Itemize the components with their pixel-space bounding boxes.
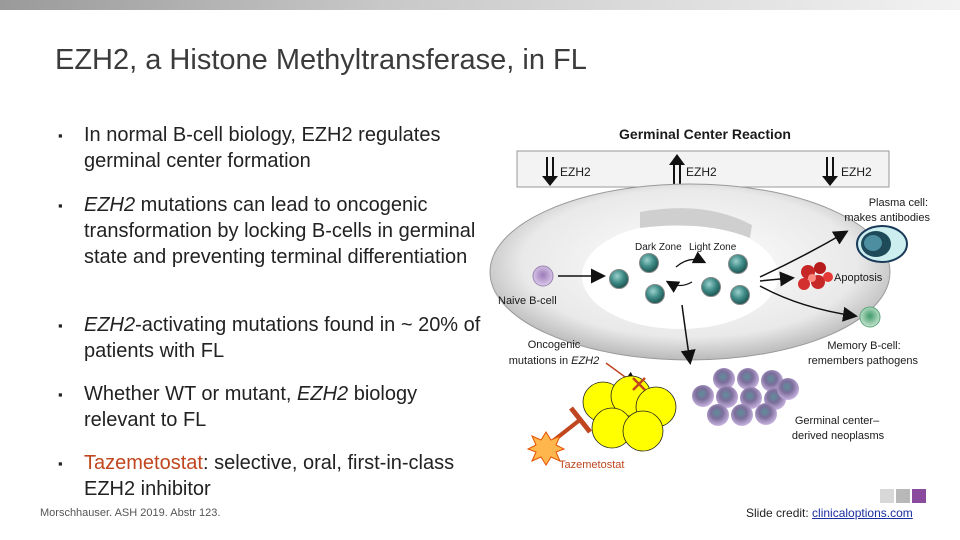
neoplasm-arrow: [680, 304, 696, 365]
slide-credit-label: Slide credit:: [746, 506, 813, 520]
naive-b-cell-label: Naive B-cell: [498, 295, 557, 307]
memory-b-cell-label-2: remembers pathogens: [808, 355, 919, 367]
neoplasm-cluster: [692, 368, 799, 426]
germinal-center-band: [640, 208, 752, 238]
dark-zone-label: Dark Zone: [635, 242, 682, 253]
cycle-arrow: [675, 251, 707, 268]
bullet-text-segment: biology relevant to FL: [84, 383, 418, 431]
inhibition-bar: [569, 406, 592, 434]
bullet-text: Whether WT or mutant, EZH2 biology relev…: [84, 381, 484, 433]
plasma-arrow: [759, 230, 849, 278]
ezh2-level-bar: [516, 150, 890, 188]
square-bullet-icon: ▪: [58, 198, 63, 213]
plasma-cell-label-1: Plasma cell:: [869, 197, 928, 209]
bullet-text: Tazemetostat: selective, oral, first-in-…: [84, 450, 484, 502]
ezh2-label-right: EZH2: [841, 165, 872, 179]
bullet-text-segment: EZH2: [297, 383, 349, 405]
ezh2-down-arrow-icon: [542, 157, 558, 186]
bullet-text-segment: In normal B-cell biology, EZH2 regulates…: [84, 124, 441, 172]
bullet-text: EZH2-activating mutations found in ~ 20%…: [84, 312, 484, 364]
apoptotic-cell-icon: [798, 262, 833, 290]
inhibition-line: [551, 417, 583, 443]
oncogenic-arrow: [605, 362, 639, 387]
square-bullet-icon: ▪: [58, 128, 63, 143]
tumor-cluster: [582, 375, 677, 452]
slide-credit: Slide credit: clinicaloptions.com: [746, 506, 913, 520]
clinicaloptions-link[interactable]: clinicaloptions.com: [812, 506, 913, 520]
bullet-text-segment: EZH2: [84, 314, 136, 336]
bullet-text-segment: : selective, oral, first-in-class EZH2 i…: [84, 452, 455, 500]
drug-name-highlight: Tazemetostat: [84, 452, 203, 474]
germinal-center-zone: [582, 223, 778, 329]
tazemetostat-icon: [526, 431, 566, 466]
ezh2-label-left: EZH2: [560, 165, 591, 179]
light-zone-label: Light Zone: [689, 242, 737, 253]
bullet-text-segment: Whether WT or mutant,: [84, 383, 298, 405]
cycle-arrow: [665, 280, 693, 293]
memory-arrow: [759, 285, 858, 322]
citation-footnote: Morschhauser. ASH 2019. Abstr 123.: [40, 507, 221, 519]
oncogenic-label-2: mutations in EZH2: [509, 355, 600, 367]
gc-b-cell: [645, 284, 665, 304]
bullet-text-segment: EZH2: [84, 194, 136, 216]
germinal-center-outer: [489, 183, 891, 361]
plasma-cell-label-2: makes antibodies: [844, 212, 930, 224]
apoptosis-arrow: [759, 271, 795, 287]
bullet-text-segment: -activating mutations found in ~ 20% of …: [84, 314, 481, 362]
top-gradient-bar: [0, 0, 960, 10]
square-bullet-icon: ▪: [58, 456, 63, 471]
naive-b-cell: [532, 265, 554, 287]
bullet-text: In normal B-cell biology, EZH2 regulates…: [84, 122, 484, 174]
gc-b-cell: [609, 269, 629, 289]
square-bullet-icon: ▪: [58, 387, 63, 402]
mutation-x-icon: [632, 377, 646, 391]
memory-b-cell: [859, 306, 881, 328]
plasma-cell: [856, 225, 908, 263]
clinical-care-options-logo: [880, 489, 926, 503]
gc-b-cell: [639, 253, 659, 273]
gc-b-cell: [728, 254, 748, 274]
page-title: EZH2, a Histone Methyltransferase, in FL: [55, 44, 587, 76]
neoplasm-label-1: Germinal center–: [795, 415, 880, 427]
apoptosis-label: Apoptosis: [834, 272, 883, 284]
tazemetostat-label: Tazemetostat: [559, 459, 624, 471]
gc-b-cell: [730, 285, 750, 305]
bullet-text-segment: mutations can lead to oncogenic transfor…: [84, 194, 476, 268]
oncogenic-label-1: Oncogenic: [528, 339, 581, 351]
neoplasm-label-2: derived neoplasms: [792, 430, 885, 442]
ezh2-label-middle: EZH2: [686, 165, 717, 179]
ezh2-up-arrow-icon: [669, 154, 685, 184]
bullet-text: EZH2 mutations can lead to oncogenic tra…: [84, 192, 484, 270]
gc-b-cell: [701, 277, 721, 297]
memory-b-cell-label-1: Memory B-cell:: [827, 340, 900, 352]
square-bullet-icon: ▪: [58, 318, 63, 333]
ezh2-down-arrow-icon: [822, 157, 838, 186]
diagram-header: Germinal Center Reaction: [619, 126, 791, 142]
